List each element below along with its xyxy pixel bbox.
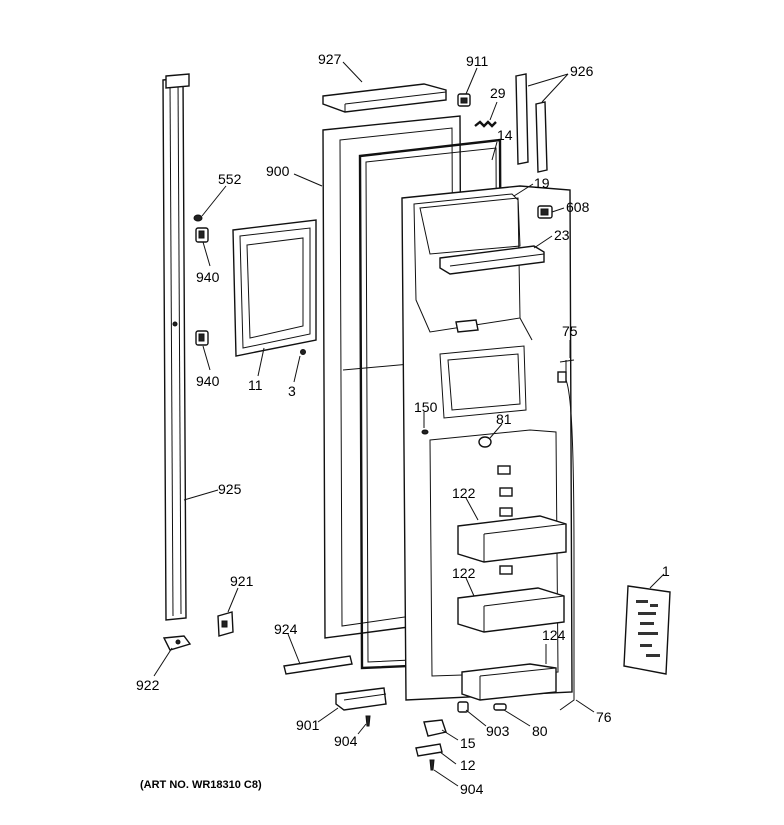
part-122-bin-upper	[457, 515, 567, 563]
part-1-instruction-sheet	[623, 585, 671, 675]
part-3-screw	[300, 349, 306, 355]
part-925-door-channel	[162, 73, 190, 621]
part-608-clip	[537, 205, 553, 219]
callout-12: 12	[460, 757, 476, 773]
callout-925: 925	[218, 481, 242, 497]
callout-552: 552	[218, 171, 242, 187]
callout-3: 3	[288, 383, 296, 399]
callout-124: 124	[542, 627, 566, 643]
callout-76: 76	[596, 709, 612, 725]
part-904-screw-b	[429, 759, 435, 771]
callout-911: 911	[466, 53, 489, 69]
callout-75: 75	[562, 323, 578, 339]
part-29-spring	[474, 120, 497, 128]
callout-15: 15	[460, 735, 476, 751]
part-926-trim-strips	[515, 73, 548, 173]
callout-904-upper: 904	[334, 733, 358, 749]
part-75-76-wire	[557, 359, 575, 711]
callout-29: 29	[490, 85, 506, 101]
callout-14: 14	[497, 127, 513, 143]
callout-11: 11	[248, 377, 263, 393]
part-921-bracket	[217, 611, 234, 637]
callout-80: 80	[532, 723, 548, 739]
callout-19: 19	[534, 175, 550, 191]
callout-903: 903	[486, 723, 510, 739]
part-552-screw	[193, 214, 203, 222]
part-924-strip	[283, 655, 353, 675]
part-19-compartment	[419, 197, 521, 255]
part-124-lower-bin	[461, 663, 557, 701]
callout-150: 150	[414, 399, 438, 415]
callout-924: 924	[274, 621, 298, 637]
callout-1: 1	[662, 563, 670, 579]
shelf-supports	[497, 465, 513, 575]
callout-23: 23	[554, 227, 570, 243]
callout-608: 608	[566, 199, 590, 215]
part-911-cap	[457, 93, 471, 107]
part-922-hinge	[162, 635, 192, 651]
callout-900: 900	[266, 163, 290, 179]
part-80-plug	[493, 703, 507, 711]
part-901-cover	[335, 687, 387, 711]
part-940-bracket-upper	[195, 227, 209, 243]
part-903-roller	[457, 701, 469, 713]
leader-lines	[153, 61, 665, 787]
callout-81: 81	[496, 411, 512, 427]
callout-122-upper: 122	[452, 485, 476, 501]
callout-labels: 927 911 926 29 14 552 900 19 608 23 940 …	[136, 51, 670, 797]
part-150-pin	[421, 429, 429, 435]
art-number: (ART NO. WR18310 C8)	[140, 779, 262, 791]
callout-926: 926	[570, 63, 594, 79]
callout-922: 922	[136, 677, 160, 693]
part-122-bin-lower	[457, 587, 565, 633]
callout-904-lower: 904	[460, 781, 484, 797]
callout-122-lower: 122	[452, 565, 476, 581]
part-11-door-panel	[232, 219, 317, 357]
part-23-shelf	[439, 245, 545, 275]
part-904-screw-a	[365, 715, 371, 727]
callout-927: 927	[318, 51, 342, 67]
callout-921: 921	[230, 573, 254, 589]
callout-940-upper: 940	[196, 269, 220, 285]
part-15-hinge	[423, 719, 447, 737]
callout-940-lower: 940	[196, 373, 220, 389]
part-940-bracket-lower	[195, 330, 209, 346]
part-927-top-cap	[322, 83, 447, 113]
part-81-knob	[478, 436, 492, 448]
callout-901: 901	[296, 717, 320, 733]
part-12-hinge-plate	[415, 743, 443, 757]
